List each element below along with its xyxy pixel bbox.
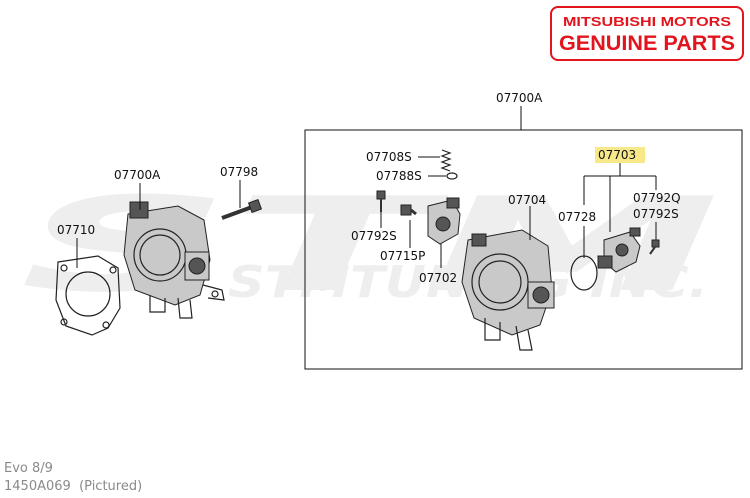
callout-07700a-top: 07700A — [496, 91, 543, 105]
throttle-body-right — [461, 229, 555, 351]
screw-tps-part — [400, 204, 417, 216]
callout-07715p: 07715P — [380, 249, 425, 263]
callout-07798: 07798 — [220, 165, 258, 179]
mitsubishi-genuine-parts-badge: MITSUBISHI MOTORS GENUINE PARTS — [550, 6, 744, 61]
callout-07792s-left: 07792S — [351, 229, 397, 243]
callout-07702: 07702 — [419, 271, 457, 285]
caption-model: Evo 8/9 — [4, 461, 53, 476]
o-ring-part — [570, 255, 598, 291]
callout-07788s: 07788S — [376, 169, 422, 183]
clip-part — [446, 172, 458, 180]
idle-speed-control-part — [597, 227, 641, 273]
bolt-part — [221, 198, 263, 220]
callout-07703-highlight — [595, 147, 645, 163]
callout-07708s: 07708S — [366, 150, 412, 164]
badge-line-2: GENUINE PARTS — [559, 32, 735, 55]
callout-07792s-right: 07792S — [633, 207, 679, 221]
callout-07792q: 07792Q — [633, 191, 681, 205]
part-number: 1450A069 — [4, 479, 71, 494]
callout-07728: 07728 — [558, 210, 596, 224]
callout-07703: 07703 — [598, 148, 636, 162]
pictured-note: (Pictured) — [79, 479, 143, 494]
screw-right-part — [649, 239, 660, 255]
throttle-position-sensor-part — [427, 197, 461, 245]
callout-07700a-left: 07700A — [114, 168, 161, 182]
throttle-body-left — [123, 201, 225, 319]
badge-line-1: MITSUBISHI MOTORS — [563, 14, 731, 29]
screw-left-part — [376, 190, 386, 212]
gasket-part — [55, 255, 121, 336]
caption-part-number: 1450A069 (Pictured) — [4, 479, 142, 495]
callout-07710: 07710 — [57, 223, 95, 237]
callout-07704: 07704 — [508, 193, 546, 207]
spring-part — [440, 149, 452, 172]
assembly-frame — [304, 129, 743, 370]
